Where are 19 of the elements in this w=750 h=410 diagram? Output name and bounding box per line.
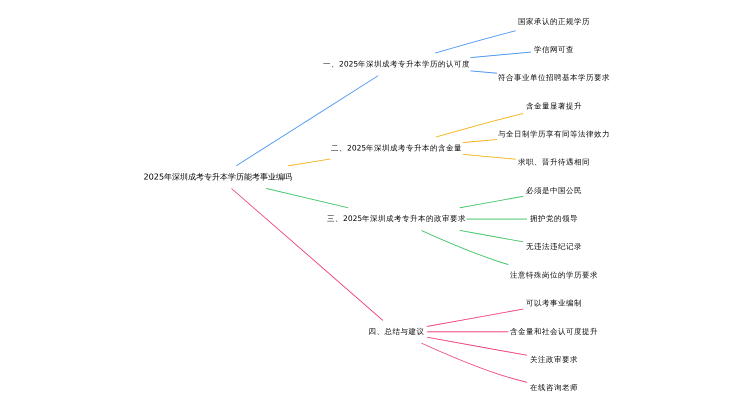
connector bbox=[466, 218, 528, 220]
connector bbox=[470, 52, 532, 58]
connector bbox=[421, 342, 528, 383]
connector bbox=[266, 188, 348, 208]
connector bbox=[470, 70, 498, 74]
connector bbox=[426, 336, 528, 356]
connector bbox=[434, 30, 516, 54]
connector bbox=[236, 75, 379, 166]
connector bbox=[421, 230, 509, 265]
connector bbox=[462, 154, 516, 160]
connector bbox=[436, 113, 524, 138]
connector bbox=[459, 196, 524, 208]
connector bbox=[231, 188, 384, 321]
connector bbox=[426, 308, 524, 327]
connector bbox=[426, 331, 509, 332]
node-text: 2025年深圳成考专升本学历能考事业编吗 bbox=[143, 171, 292, 182]
connector bbox=[462, 139, 498, 143]
connector bbox=[288, 158, 331, 166]
connector bbox=[459, 230, 524, 242]
